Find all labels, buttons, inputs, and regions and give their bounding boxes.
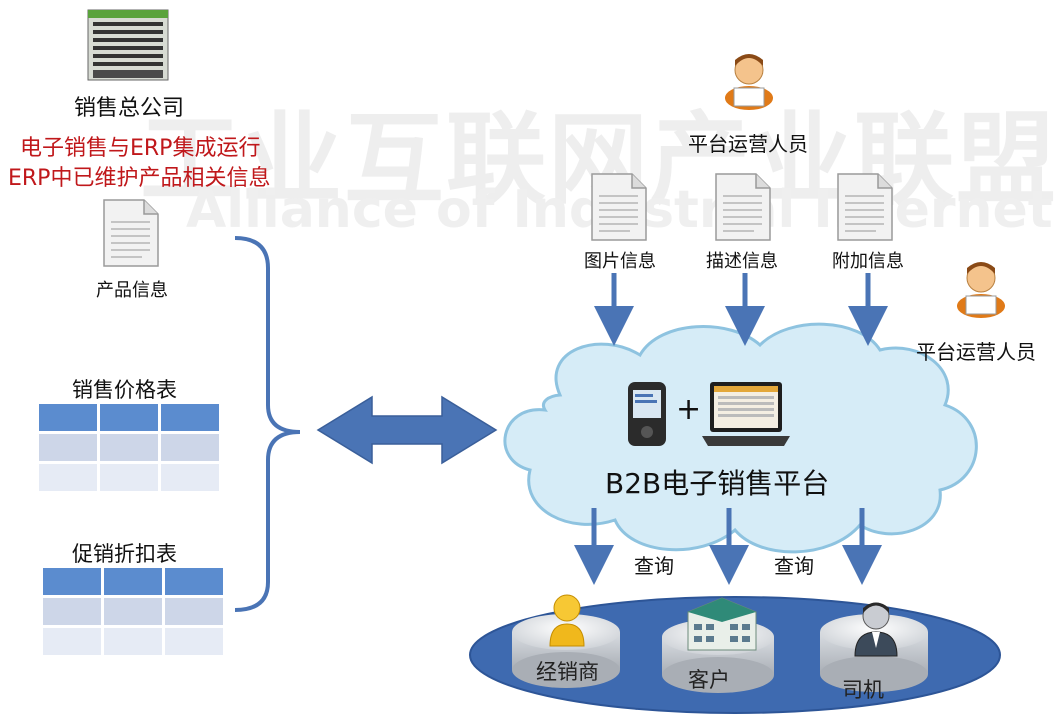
promo-table (40, 565, 226, 658)
driver-person-icon (854, 602, 898, 657)
extra-info-label: 附加信息 (832, 251, 904, 272)
driver-label: 司机 (842, 678, 884, 702)
operator-person-icon-top (725, 54, 773, 110)
integration-note-line1: 电子销售与ERP集成运行 (20, 136, 261, 161)
company-label: 销售总公司 (74, 96, 185, 121)
building-icon (687, 597, 757, 651)
operator-label-right: 平台运营人员 (916, 340, 1036, 364)
platform-title: B2B电子销售平台 (605, 467, 830, 500)
price-table-label: 销售价格表 (72, 378, 177, 402)
left-bracket (234, 236, 301, 612)
product-info-document-icon (103, 199, 159, 267)
description-info-document-icon (715, 173, 771, 241)
dealer-label: 经销商 (536, 660, 599, 684)
plus-sign: + (676, 392, 702, 427)
office-building-icon (87, 9, 169, 81)
description-info-label: 描述信息 (706, 251, 778, 272)
operator-person-icon-right (957, 262, 1005, 318)
dealer-person-icon (549, 594, 585, 647)
mobile-phone-icon (628, 382, 666, 446)
bidirectional-arrow (316, 395, 498, 465)
product-info-label: 产品信息 (96, 280, 168, 301)
query-label-right: 查询 (774, 554, 814, 578)
image-info-label: 图片信息 (584, 251, 656, 272)
image-info-document-icon (591, 173, 647, 241)
query-label-left: 查询 (634, 554, 674, 578)
operator-label-top: 平台运营人员 (688, 132, 808, 156)
extra-info-document-icon (837, 173, 893, 241)
price-table (36, 401, 222, 494)
laptop-icon (702, 382, 790, 446)
integration-note-line2: ERP中已维护产品相关信息 (8, 166, 271, 191)
promo-table-label: 促销折扣表 (72, 542, 177, 566)
customer-label: 客户 (688, 668, 730, 692)
